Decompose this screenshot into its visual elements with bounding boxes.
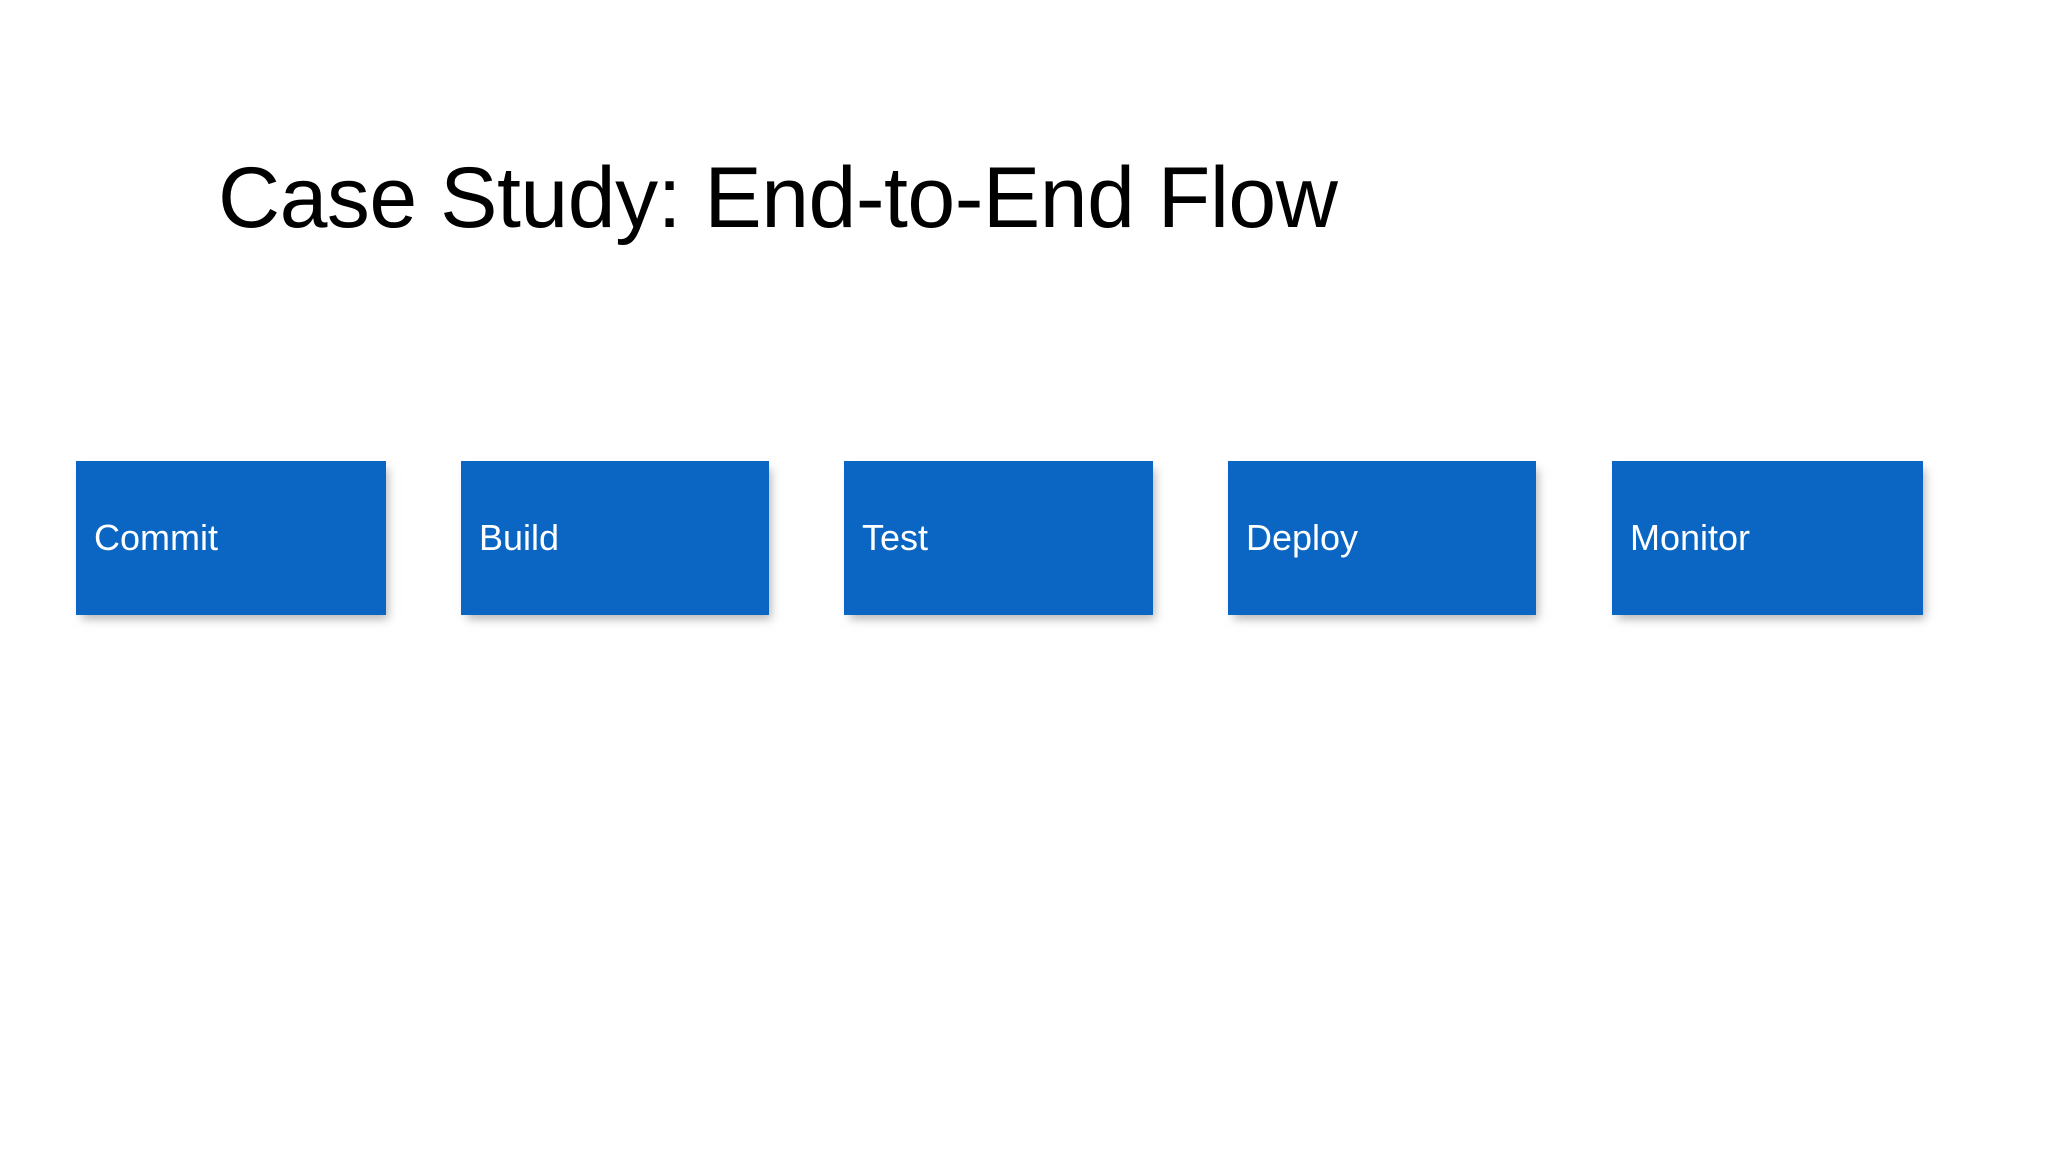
flow-node-label: Commit — [94, 517, 218, 558]
flow-node-label: Monitor — [1630, 517, 1751, 558]
flow-node-label: Test — [862, 517, 929, 558]
flow-node-monitor[interactable]: Monitor — [1612, 461, 1923, 615]
flow-node-commit[interactable]: Commit — [76, 461, 386, 615]
page-title: Case Study: End-to-End Flow — [218, 149, 1338, 246]
flow-node-deploy[interactable]: Deploy — [1228, 461, 1536, 615]
flow-node-label: Deploy — [1246, 517, 1359, 558]
flow-node-build[interactable]: Build — [461, 461, 769, 615]
flow-node-test[interactable]: Test — [844, 461, 1153, 615]
flow-node-label: Build — [479, 517, 560, 558]
